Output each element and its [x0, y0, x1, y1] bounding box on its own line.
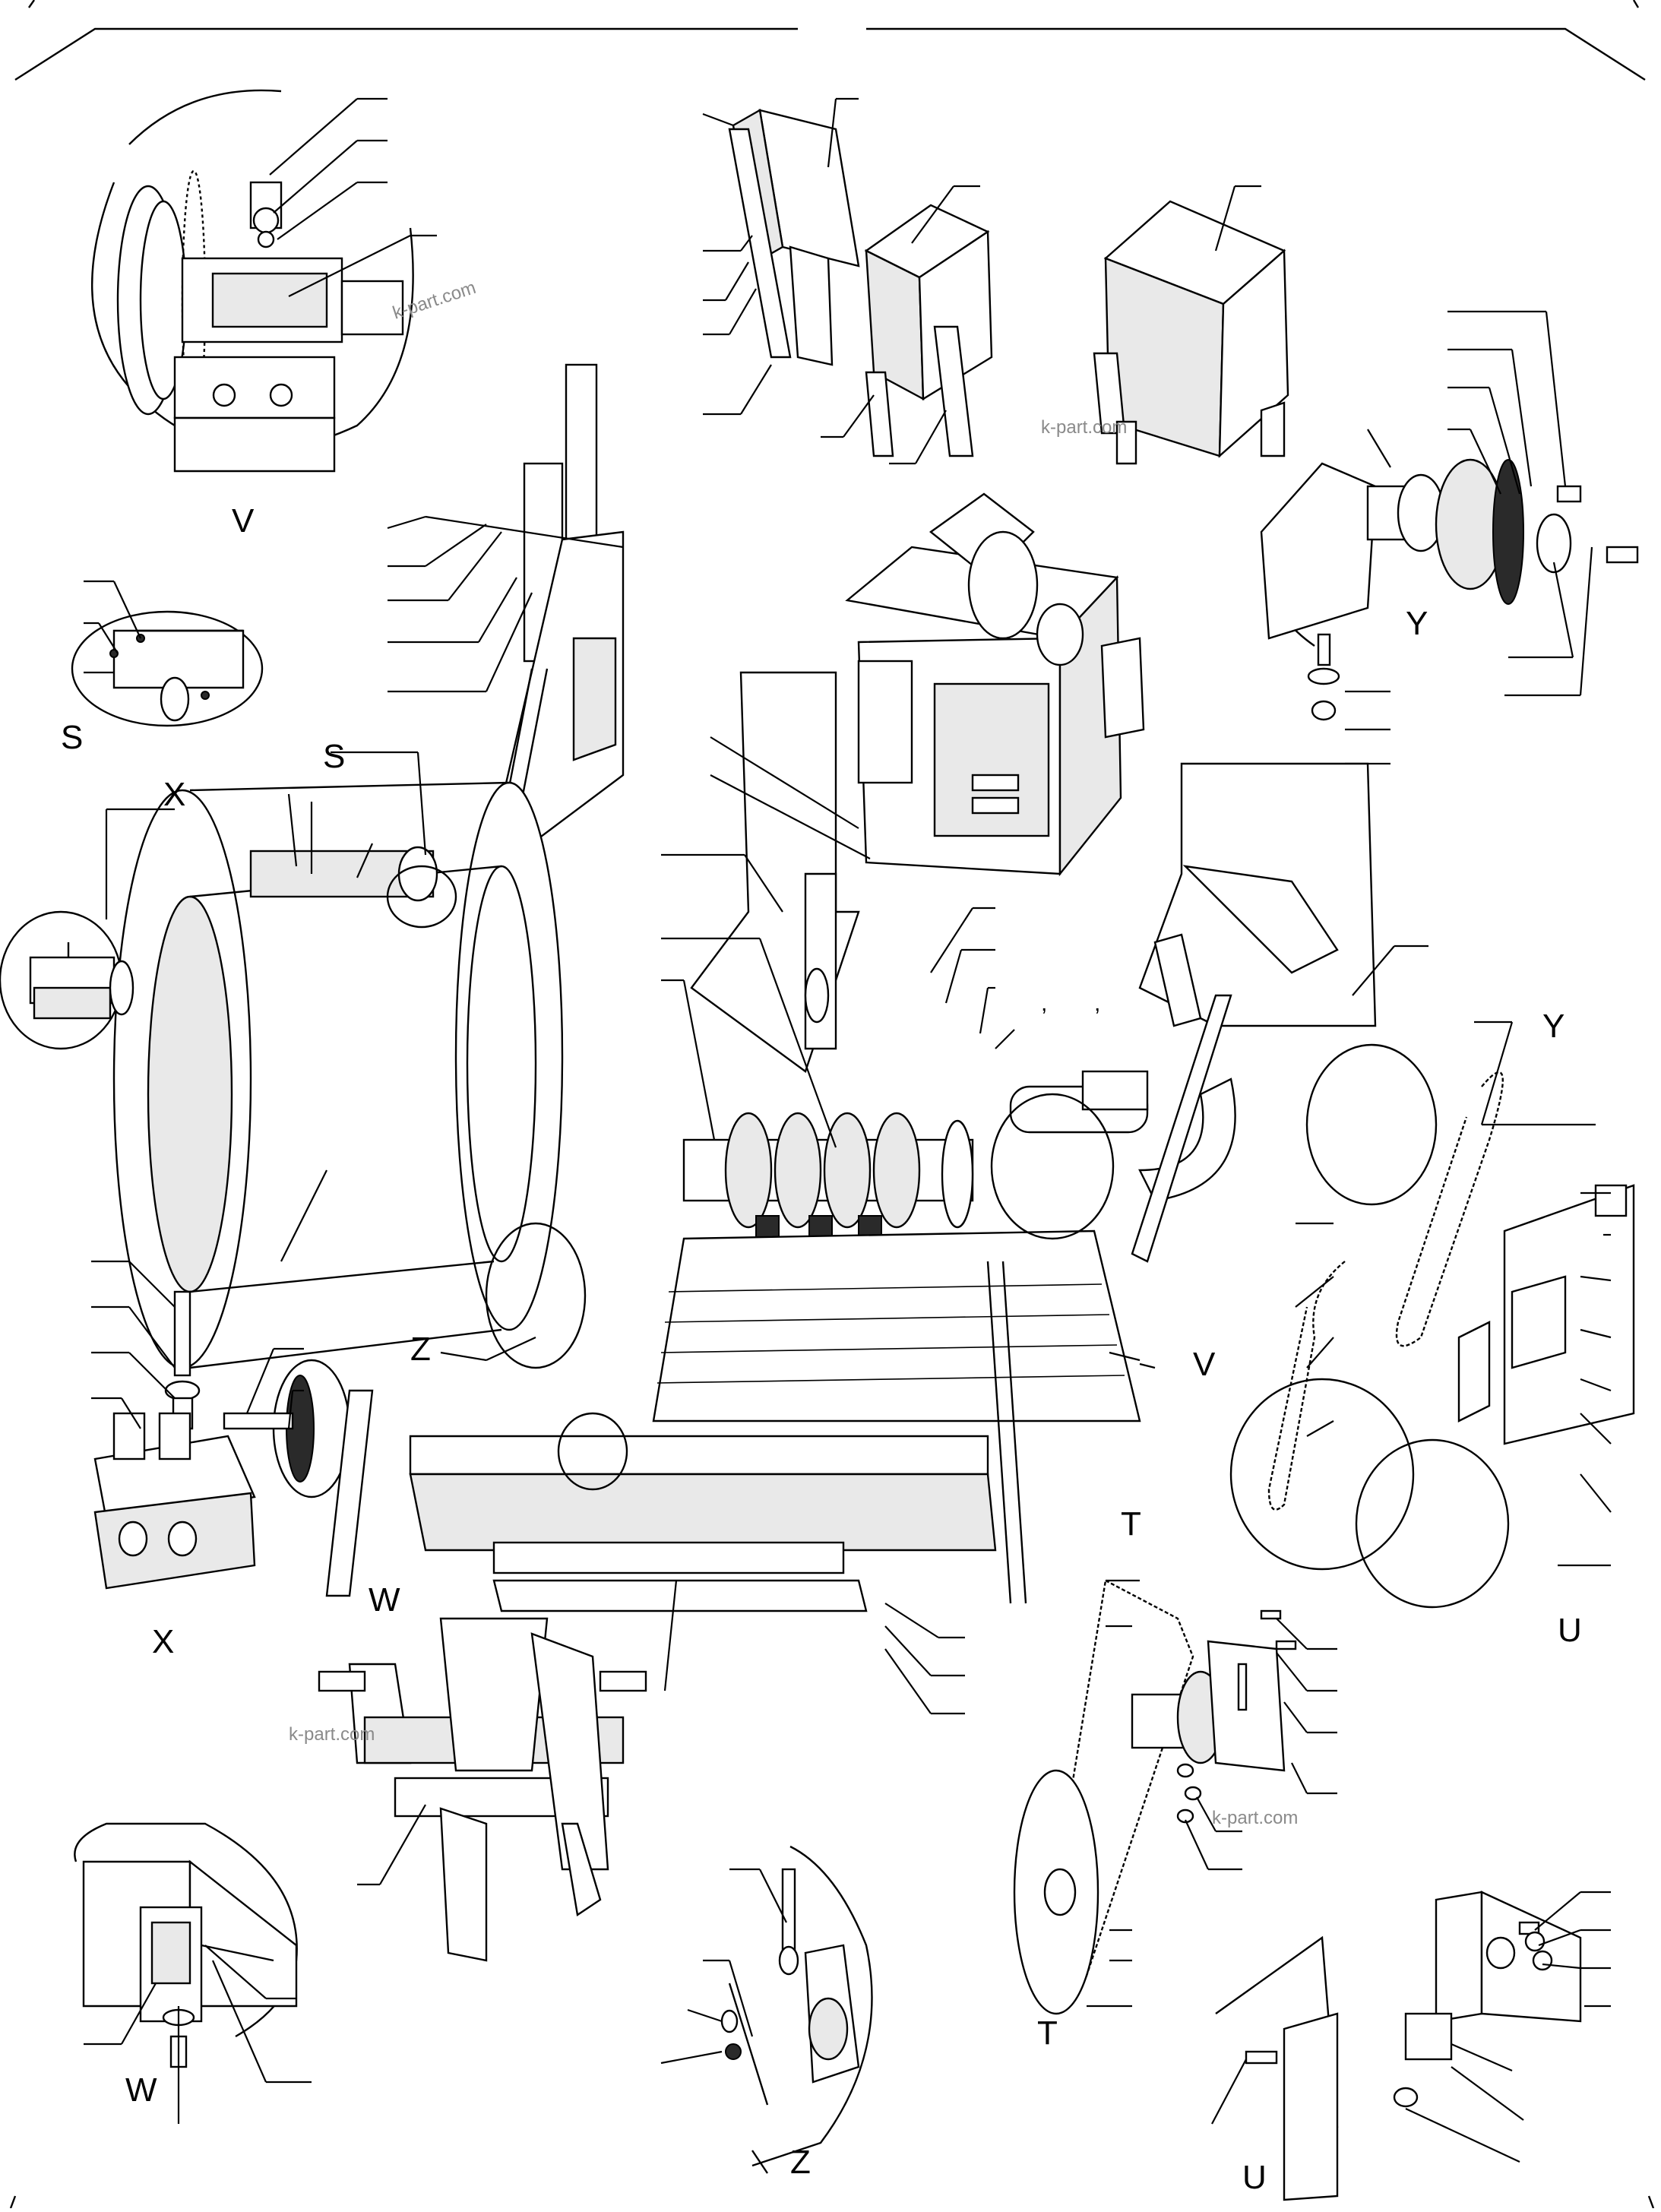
view-label-y-detail: Y: [1406, 605, 1428, 642]
view-label-t-main: T: [1121, 1505, 1141, 1543]
frame-callouts: [387, 515, 624, 693]
frame-border: [9, 0, 1655, 2209]
chain-drive-loop: [1267, 1071, 1504, 1511]
electrical-box-1: [728, 109, 860, 366]
watermark-4: k-part.com: [1212, 1808, 1298, 1828]
electrical-box-2: [864, 204, 993, 457]
detail-s-ellipse: [71, 610, 264, 727]
view-label-w-main: W: [369, 1581, 400, 1619]
box-callouts: [702, 97, 980, 465]
cabinet-top-right: [1093, 200, 1289, 465]
view-label-u-main: U: [1558, 1612, 1582, 1649]
frame-lower-callouts: [357, 1804, 426, 1886]
detail-y-coupling: [1260, 458, 1639, 721]
drum-reel: [112, 781, 564, 1369]
v-detail-callouts: [269, 97, 437, 297]
watermark-2: k-part.com: [1041, 417, 1127, 438]
lifting-frame-assembly: [318, 1617, 647, 1962]
main-callouts: [105, 736, 1612, 1715]
cabinet-callouts: [1214, 185, 1261, 252]
detail-t-sprocket: [1013, 1579, 1297, 2015]
t-detail-callouts: [1087, 1579, 1337, 2008]
right-bracket-stack: [1457, 1184, 1635, 1445]
stray-mark-1: ,: [1041, 991, 1047, 1016]
vertical-frame-assembly: [492, 363, 625, 869]
watermark-3: k-part.com: [289, 1724, 375, 1745]
view-label-x-detail: X: [152, 1623, 174, 1660]
view-label-v-top: V: [232, 502, 255, 540]
view-label-v-main: V: [1193, 1346, 1216, 1383]
u-detail-callouts: [1211, 1891, 1611, 2163]
y-detail-callouts: [1345, 310, 1593, 765]
side-plate-right: [1138, 762, 1377, 1027]
base-frame: [409, 994, 1232, 1612]
view-label-w-detail: W: [125, 2071, 157, 2109]
view-label-u-detail: U: [1242, 2159, 1267, 2196]
w-detail-callouts: [84, 1945, 312, 2124]
detail-v-coupling: [91, 89, 414, 473]
callout-circles: [0, 865, 1510, 1609]
detail-u-bracket: [1215, 1891, 1582, 2201]
view-label-s-detail: S: [61, 719, 83, 756]
view-label-s-main: S: [323, 738, 345, 775]
shaft-gear-assembly: [682, 1070, 1236, 1270]
detail-z-fastener: [720, 1845, 873, 2174]
side-plate-left: [690, 671, 860, 1073]
x-detail-callouts: [91, 1260, 304, 1429]
view-label-x-main: X: [163, 776, 185, 813]
z-detail-callouts: [660, 1868, 787, 2065]
x-detail-small: [29, 942, 134, 1020]
control-cabinet-center: [845, 492, 1145, 877]
view-label-t-detail: T: [1037, 2014, 1058, 2052]
stray-mark-2: ,: [1094, 991, 1100, 1016]
detail-w-chain-tensioner: [74, 1822, 298, 2068]
detail-x-bearing: [93, 1290, 374, 1597]
view-label-y-main: Y: [1542, 1008, 1565, 1045]
view-label-z-detail: Z: [790, 2144, 811, 2181]
view-label-z-main: Z: [410, 1331, 431, 1368]
s-detail-callouts: [84, 580, 141, 674]
